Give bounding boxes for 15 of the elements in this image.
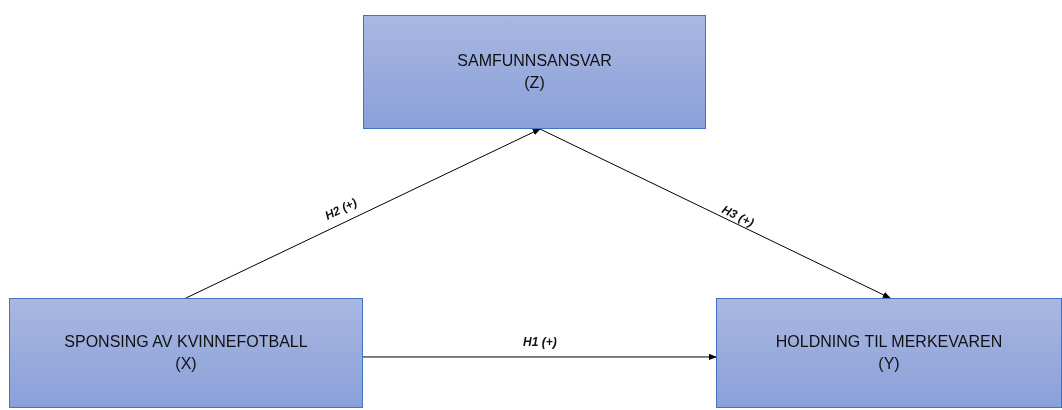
variable-symbol: (X)	[175, 354, 197, 374]
arrow	[362, 353, 717, 361]
arrow	[539, 128, 891, 299]
edge-label: H3 (+)	[719, 202, 757, 230]
edge-label: H2 (+)	[322, 195, 360, 223]
process-box	[716, 298, 1062, 408]
node-title: SAMFUNNSANSVAR	[457, 51, 612, 71]
variable-symbol: (Y)	[878, 354, 900, 374]
arrow	[185, 128, 541, 299]
node-title: SPONSING AV KVINNEFOTBALL	[64, 332, 308, 352]
process-box	[9, 298, 363, 408]
variable-symbol: (Z)	[524, 73, 545, 93]
process-box	[363, 15, 706, 129]
edge-label: H1 (+)	[523, 335, 557, 349]
node-title: HOLDNING TIL MERKEVAREN	[775, 332, 1003, 352]
